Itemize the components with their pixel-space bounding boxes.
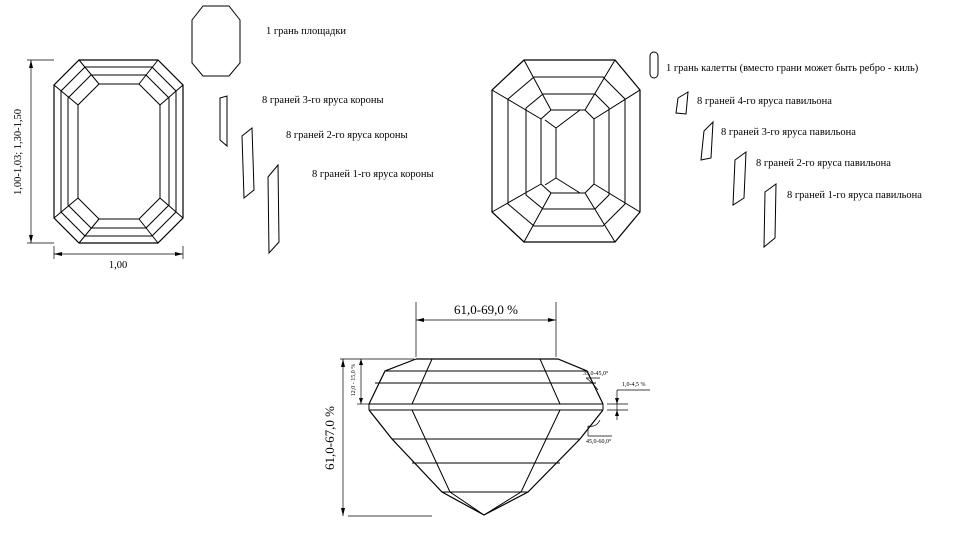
crown2-facet-label: 8 граней 2-го яруса короны: [286, 130, 408, 141]
length-dimension: 1,00-1,03; 1,30-1,50: [13, 59, 54, 244]
crown2-facet-icon: [241, 126, 255, 200]
crown-top-view: [53, 59, 184, 244]
crown3-facet-label: 8 граней 3-го яруса короны: [262, 95, 384, 106]
table-width-label: 61,0-69,0 %: [454, 302, 518, 317]
crown-angle-annotation: 35,0-45,0°: [583, 370, 609, 391]
length-ratio-label: 1,00-1,03; 1,30-1,50: [13, 109, 24, 195]
girdle-label: 1,0-4,5 %: [622, 382, 646, 388]
culet-facet-icon: [649, 51, 659, 79]
table-facet-icon: [191, 5, 241, 77]
pavilion-angle-annotation: 45,0-60,0°: [586, 419, 612, 445]
pavilion-angle-label: 45,0-60,0°: [586, 438, 612, 445]
pav1-facet-label: 8 граней 1-го яруса павильона: [787, 190, 922, 201]
pav2-facet-label: 8 граней 2-го яруса павильона: [756, 158, 891, 169]
pav4-facet-label: 8 граней 4-го яруса павильона: [697, 96, 832, 107]
total-depth-label: 61,0-67,0 %: [322, 406, 337, 470]
side-profile-view: [368, 358, 604, 516]
crown3-facet-icon: [219, 95, 228, 148]
pav3-facet-label: 8 граней 3-го яруса павильона: [721, 127, 856, 138]
crown1-facet-icon: [267, 163, 280, 255]
width-label: 1,00: [109, 260, 127, 271]
girdle-annotation: 1,0-4,5 %: [607, 382, 650, 420]
culet-facet-label: 1 грань калетты (вместо грани может быть…: [666, 63, 919, 74]
pav4-facet-icon: [675, 91, 689, 115]
table-facet-label: 1 грань площадки: [266, 26, 346, 37]
crown-height-dimension: 12,0 - 15,0 %: [351, 359, 369, 405]
table-width-dimension: 61,0-69,0 %: [415, 302, 557, 357]
pav1-facet-icon: [763, 183, 777, 249]
width-dimension: 1,00: [53, 246, 184, 271]
crown-angle-label: 35,0-45,0°: [583, 370, 609, 377]
pavilion-bottom-view: [491, 59, 641, 243]
pav2-facet-icon: [732, 150, 747, 206]
total-depth-dimension: 61,0-67,0 %: [322, 358, 432, 517]
crown1-facet-label: 8 граней 1-го яруса короны: [312, 169, 434, 180]
pav3-facet-icon: [700, 120, 714, 161]
crown-height-label: 12,0 - 15,0 %: [351, 364, 357, 397]
